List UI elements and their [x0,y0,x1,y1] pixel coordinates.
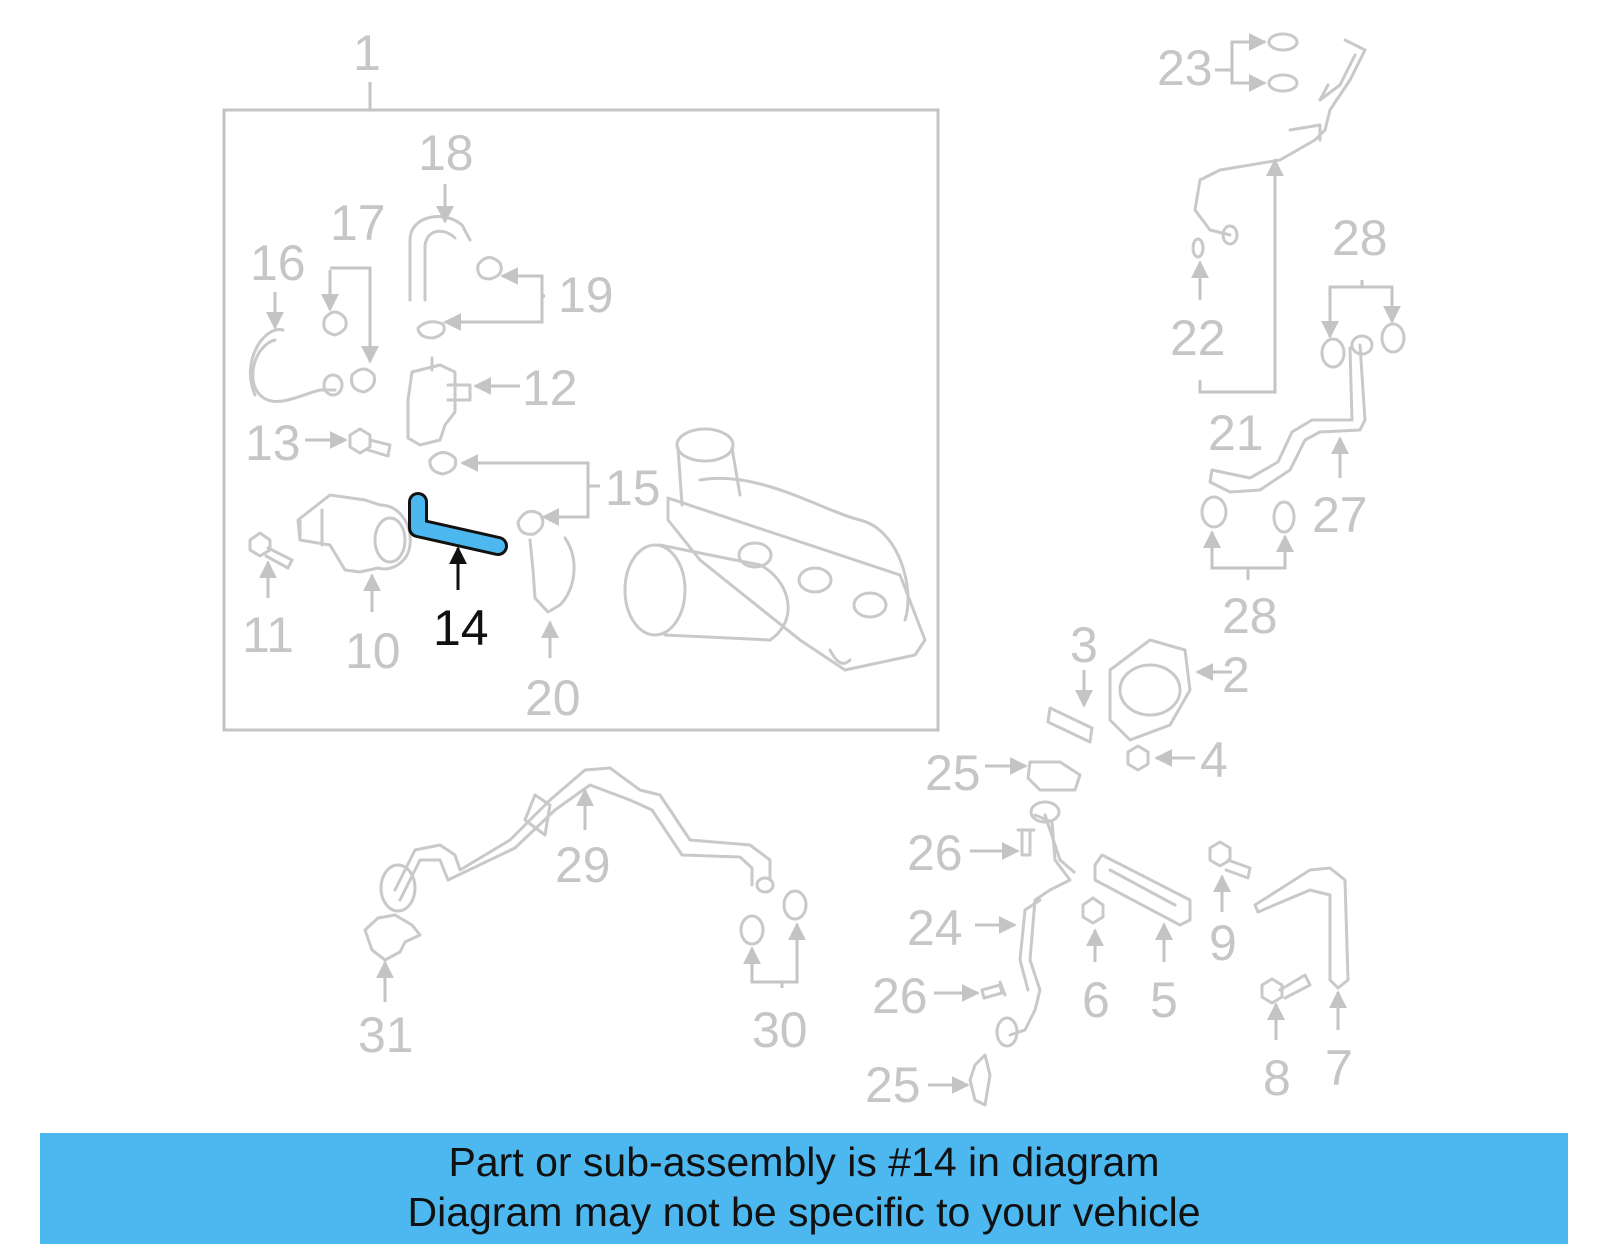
part-26-bolt-b [980,980,1007,1000]
callout-21: 21 [1208,405,1264,461]
part-19-clamp-a [476,256,503,281]
callout-labels: 1 2 3 4 5 6 7 8 9 10 11 12 13 14 15 16 1… [242,25,1388,1113]
callout-14: 14 [433,600,489,656]
part-24-pipe [1008,813,1076,1037]
callout-28-bottom: 28 [1222,588,1278,644]
part-15-clamp-a [428,451,458,476]
part-28-oring-a [1320,337,1346,369]
callout-24: 24 [907,900,963,956]
part-9-bolt [1208,840,1252,880]
callout-16: 16 [250,235,306,291]
part-27-pipe [1208,343,1367,494]
assembly-frame [222,108,940,732]
part-17-clamp-a [322,310,348,337]
callout-5: 5 [1150,972,1178,1028]
part-16-hose [248,328,337,403]
part-28-oring-d [1272,500,1296,534]
info-banner: Part or sub-assembly is #14 in diagram D… [40,1133,1568,1244]
turbocharger-outline [623,427,927,672]
part-15-clamp-b [516,509,545,536]
part-31-clamp [363,913,422,962]
part-25-gasket-b [968,1053,992,1107]
callout-28-top: 28 [1332,210,1388,266]
callout-26-bottom: 26 [872,968,928,1024]
callout-25-bottom: 25 [865,1057,921,1113]
callout-19: 19 [558,267,614,323]
part-26-bolt-a [1016,828,1036,857]
callout-15: 15 [605,460,661,516]
callout-2: 2 [1222,647,1250,703]
part-28-oring-b [1380,322,1406,354]
callout-31: 31 [358,1007,414,1063]
callout-17: 17 [330,195,386,251]
part-29-coolant-pipe [393,766,772,902]
callout-13: 13 [245,415,301,471]
banner-line-disclaimer: Diagram may not be specific to your vehi… [407,1189,1201,1235]
part-20-pipe [528,536,576,614]
callout-11: 11 [242,607,294,663]
part-8-bolt [1260,973,1312,1005]
part-4-nut [1126,744,1150,772]
part-30-oring-b [782,889,808,921]
callout-30: 30 [752,1002,808,1058]
part-17-clamp-b [350,367,376,394]
callout-3: 3 [1070,617,1098,673]
part-25-gasket-a [1026,760,1082,792]
callout-6: 6 [1082,972,1110,1028]
part-23-oring-b [1267,73,1299,93]
callout-25-top: 25 [925,745,981,801]
callout-12: 12 [522,360,578,416]
callout-23: 23 [1157,40,1213,96]
part-7-bracket [1253,866,1350,990]
part-19-clamp-b [416,320,446,340]
callout-7: 7 [1325,1040,1353,1096]
part-28-oring-c [1200,495,1228,529]
part-30-oring-a [739,914,765,946]
part-10-actuator [296,493,412,574]
callout-18: 18 [418,125,474,181]
callout-10: 10 [345,623,401,679]
callout-4: 4 [1200,732,1228,788]
callout-1: 1 [353,25,381,81]
part-2-gasket [1108,638,1192,742]
part-6-nut [1081,896,1105,925]
part-11-bolt [248,531,294,570]
callout-29: 29 [555,837,611,893]
callout-22: 22 [1170,310,1226,366]
part-3-stud [1046,706,1094,744]
banner-line-part-number: Part or sub-assembly is #14 in diagram [448,1139,1160,1185]
callout-26-top: 26 [907,825,963,881]
callout-20: 20 [525,670,581,726]
part-13-bolt [348,427,392,458]
part-23-oring-a [1267,32,1299,52]
callout-9: 9 [1209,915,1237,971]
part-18-hose [408,215,472,302]
part-12-valve [406,356,472,447]
part-21-oil-line [1193,38,1367,237]
callout-27: 27 [1312,487,1368,543]
callout-8: 8 [1263,1050,1291,1106]
part-5-bracket [1093,853,1192,927]
